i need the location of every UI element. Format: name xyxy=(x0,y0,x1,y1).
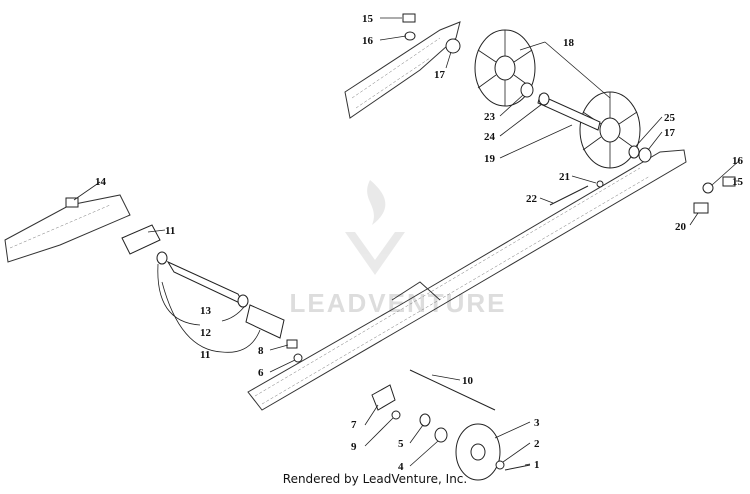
watermark: LEADVENTURE xyxy=(289,288,507,318)
leader-lines xyxy=(73,17,741,467)
callout-23: 23 xyxy=(484,111,496,123)
callout-2: 2 xyxy=(534,438,540,450)
callout-13: 13 xyxy=(200,305,212,317)
callout-3: 3 xyxy=(534,417,540,429)
ring-24 xyxy=(538,92,550,106)
callout-16-right: 16 xyxy=(732,155,744,167)
callout-22: 22 xyxy=(526,193,538,205)
bearing-23 xyxy=(520,82,534,98)
callout-12: 12 xyxy=(200,327,212,339)
callout-20: 20 xyxy=(675,221,687,233)
upper-rail-section xyxy=(344,21,461,119)
spacer-tubes xyxy=(65,197,285,339)
washer-16-upper xyxy=(404,31,416,41)
callout-14: 14 xyxy=(95,176,107,188)
callout-15-right: 15 xyxy=(732,176,744,188)
lower-wheel-assembly xyxy=(286,339,531,481)
callout-8: 8 xyxy=(258,345,264,357)
callout-21: 21 xyxy=(559,171,570,183)
callout-18: 18 xyxy=(563,37,575,49)
callout-9: 9 xyxy=(351,441,357,453)
callout-16-upper: 16 xyxy=(362,35,374,47)
callout-17-right: 17 xyxy=(664,127,676,139)
idler-wheel-upper-left xyxy=(474,29,536,107)
callout-6: 6 xyxy=(258,367,264,379)
callout-1: 1 xyxy=(534,459,540,471)
callout-17-upper: 17 xyxy=(434,69,446,81)
main-rail xyxy=(247,149,687,411)
callout-5: 5 xyxy=(398,438,404,450)
callout-4: 4 xyxy=(398,461,404,473)
idler-wheel-upper-right xyxy=(579,91,641,169)
nut-17-upper xyxy=(445,38,461,54)
callout-15-upper: 15 xyxy=(362,13,374,25)
bolt-15-upper xyxy=(402,13,416,23)
callout-labels: 15 16 17 18 23 24 19 25 17 16 15 20 21 2… xyxy=(95,13,744,473)
footer-credit: Rendered by LeadVenture, Inc. xyxy=(282,472,468,486)
callout-11-upper: 11 xyxy=(165,225,175,237)
callout-10: 10 xyxy=(462,375,474,387)
callout-11-lower: 11 xyxy=(200,349,210,361)
callout-19: 19 xyxy=(484,153,496,165)
callout-7: 7 xyxy=(351,419,357,431)
callout-25: 25 xyxy=(664,112,676,124)
parts-right-cluster xyxy=(549,145,736,214)
watermark-logo-icon xyxy=(345,180,405,275)
callout-24: 24 xyxy=(484,131,496,143)
